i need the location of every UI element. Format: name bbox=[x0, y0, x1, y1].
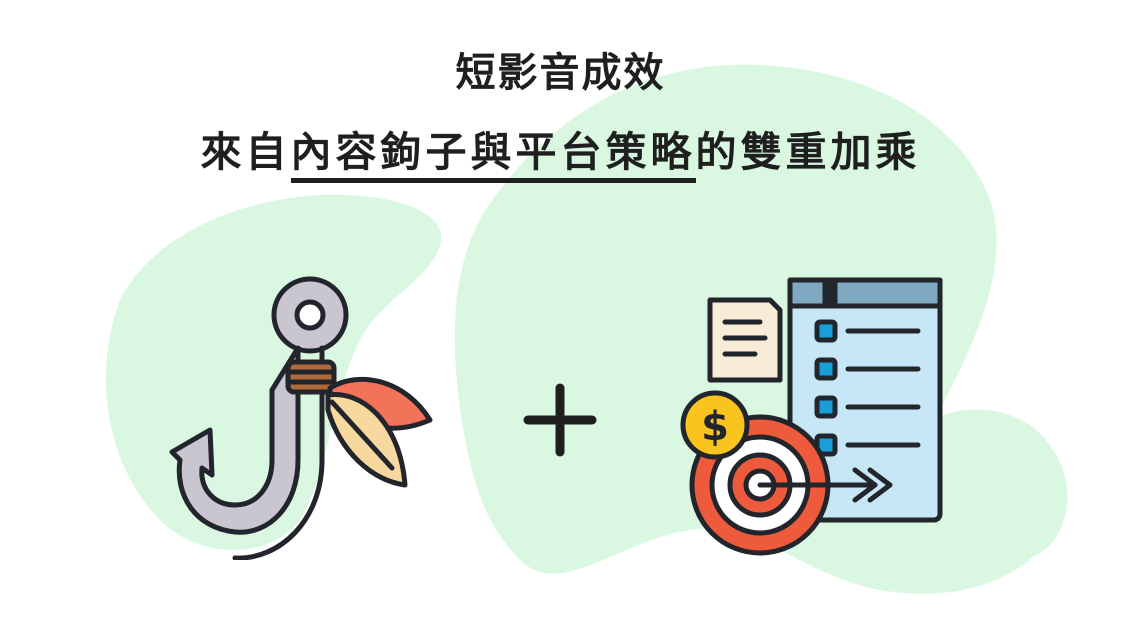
hook-shank-right bbox=[232, 345, 325, 560]
plus-icon bbox=[523, 383, 597, 457]
title-line-2: 來自內容鉤子與平台策略的雙重加乘 bbox=[0, 118, 1121, 183]
hook-eye-hole bbox=[294, 299, 326, 331]
title-prefix: 來自 bbox=[200, 128, 291, 176]
hook-wrap bbox=[285, 359, 337, 395]
fishhook-icon bbox=[169, 276, 433, 560]
strategy-target-icon: $ bbox=[680, 277, 943, 556]
checklist-header bbox=[787, 277, 943, 309]
title-suffix: 的雙重加乘 bbox=[695, 128, 921, 176]
title-highlight: 內容鉤子與平台策略 bbox=[290, 128, 696, 183]
hook-shank bbox=[169, 345, 301, 535]
checkbox-rows bbox=[814, 319, 921, 457]
coin bbox=[680, 390, 750, 460]
arrow-fletch bbox=[852, 467, 893, 503]
title-line-1: 短影音成效 bbox=[455, 50, 666, 96]
coin-dollar-symbol: $ bbox=[701, 404, 729, 450]
